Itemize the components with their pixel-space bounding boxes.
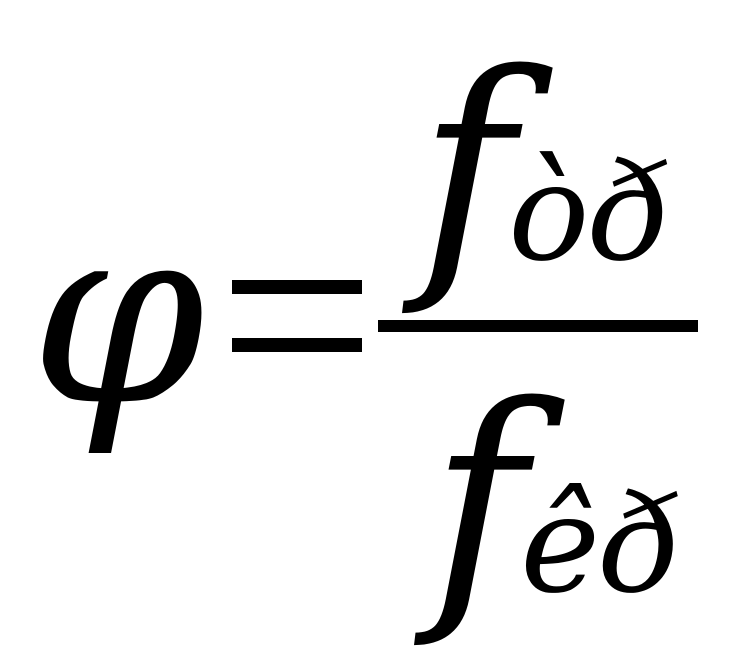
formula-lhs-phi: φ xyxy=(30,169,206,460)
equals-bar-bottom xyxy=(232,338,362,352)
numerator: fòð xyxy=(418,40,677,300)
numerator-subscript: òð xyxy=(508,134,671,291)
fraction-line xyxy=(378,320,698,332)
equals-sign xyxy=(232,280,362,352)
denominator: fêð xyxy=(430,372,687,632)
numerator-symbol: f xyxy=(418,19,515,321)
denominator-subscript: êð xyxy=(520,466,682,623)
denominator-symbol: f xyxy=(430,351,527,653)
equals-bar-top xyxy=(232,280,362,294)
